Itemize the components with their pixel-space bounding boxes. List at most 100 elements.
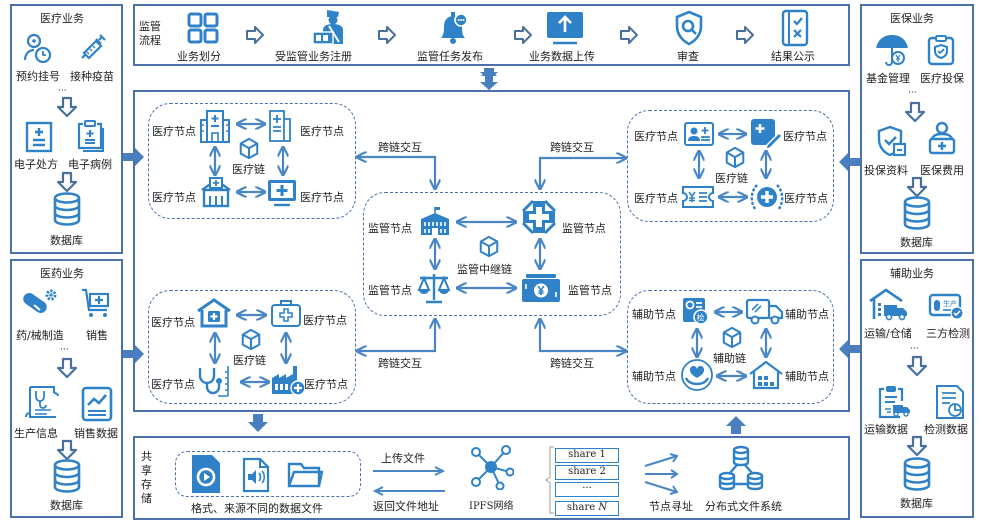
block-arrow-updown (480, 68, 498, 90)
down-arrow-icon (56, 171, 78, 193)
medical-emblem-icon (750, 181, 784, 213)
ellipsis: ··· (58, 86, 67, 96)
doctor-clock-icon (22, 33, 54, 63)
officer-icon (311, 8, 351, 46)
monitor-upload-icon (545, 10, 585, 46)
record-label: 销售数据 (74, 427, 118, 440)
panel-title: 医疗业务 (40, 12, 84, 25)
node-label: 医疗节点 (304, 378, 348, 391)
trend-chart-icon (80, 385, 114, 423)
service-label: 预约挂号 (16, 70, 60, 83)
chain-name: 医疗链 (233, 354, 266, 367)
right-arrow-icon (735, 26, 755, 44)
node-label: 监管节点 (562, 222, 606, 235)
chain-name: 医疗链 (715, 172, 748, 185)
database-label: 数据库 (50, 234, 83, 247)
video-file-icon (190, 453, 222, 495)
cube-icon (238, 137, 260, 161)
process-step-label: 监管任务发布 (417, 50, 483, 63)
process-step-label: 审查 (677, 50, 699, 63)
shield-search-icon (673, 10, 705, 46)
node-label: 医疗节点 (634, 192, 678, 205)
upload-arrow (373, 466, 446, 476)
cross-chain-label: 跨链交互 (550, 357, 594, 370)
node-label: 监管节点 (368, 284, 412, 297)
bell-icon (435, 10, 471, 46)
node-label: 辅助节点 (785, 308, 829, 321)
node-label: 医疗节点 (151, 378, 195, 391)
record-label: 生产信息 (14, 427, 58, 440)
cross-chain-label: 跨链交互 (550, 141, 594, 154)
process-label: 监管流程 (139, 20, 161, 47)
shield-check-icon (876, 124, 908, 158)
database-label: 数据库 (900, 497, 933, 510)
grid-icon (187, 12, 219, 44)
cube-icon (240, 328, 262, 352)
audio-file-icon (242, 457, 270, 493)
service-label: 三方检测 (926, 327, 970, 340)
node-label: 医疗节点 (303, 314, 347, 327)
syringe-icon (76, 30, 110, 64)
document-building-icon (268, 109, 294, 143)
node-label: 辅助节点 (785, 370, 829, 383)
pill-gear-icon (20, 287, 58, 319)
record-label: 电子处方 (14, 158, 58, 171)
shared-storage-panel: 共享存储 格式、来源不同的数据文件 上传文件 返回文件地址 IPFS网络 sha… (133, 436, 850, 520)
share-block: ··· (555, 482, 619, 497)
share-prefix: share (566, 502, 599, 513)
right-arrow-icon (245, 26, 265, 44)
ipfs-network-icon (468, 444, 514, 490)
share-block: share N (555, 501, 619, 516)
files-caption: 格式、来源不同的数据文件 (191, 502, 323, 515)
stethoscope-icon (194, 364, 234, 398)
database-icon (52, 192, 82, 226)
service-label: 基金管理 (866, 72, 910, 85)
ellipsis: ··· (910, 344, 919, 354)
down-arrow-icon (906, 355, 928, 377)
pharma-business-panel: 医药业务 药/械制造 销售 ··· 生产信息 销售数据 数据库 (10, 259, 123, 518)
factory-plus-icon (270, 364, 306, 396)
svg-text:检: 检 (697, 313, 705, 323)
node-addressing-label: 节点寻址 (649, 500, 693, 513)
process-step-label: 业务划分 (177, 50, 221, 63)
node-label: 医疗节点 (151, 316, 195, 329)
medical-chain-top-right (627, 110, 834, 222)
service-label: 接种疫苗 (70, 70, 114, 83)
down-arrow-icon (56, 357, 78, 379)
cart-plus-icon (80, 287, 112, 319)
supervision-process-panel: 监管流程 业务划分 受监管业务注册 监管任务发布 业务数据上传 审查 结果公示 (133, 4, 850, 66)
node-label: 辅助节点 (632, 308, 676, 321)
blockchain-panel (133, 90, 850, 412)
right-arrow-icon (513, 26, 533, 44)
warehouse-icon (748, 360, 784, 390)
report-pie-icon (934, 383, 966, 421)
cube-icon (478, 235, 500, 259)
yen-card-icon (520, 272, 562, 304)
database-label: 数据库 (900, 236, 933, 249)
distributed-storage-icon (717, 444, 765, 496)
block-arrow-down (248, 414, 268, 432)
process-step-label: 受监管业务注册 (275, 50, 352, 63)
dfs-label: 分布式文件系统 (705, 500, 782, 513)
cube-icon (721, 326, 743, 350)
node-label: 医疗节点 (784, 192, 828, 205)
return-arrow (372, 486, 445, 496)
cube-icon (724, 146, 746, 170)
node-label: 辅助节点 (632, 370, 676, 383)
supervision-relay-chain (363, 192, 621, 316)
node-label: 医疗节点 (152, 191, 196, 204)
clinic-icon (200, 176, 232, 208)
down-arrow-icon (906, 176, 928, 198)
ipfs-label: IPFS网络 (469, 501, 514, 512)
warehouse-truck-icon (868, 287, 910, 321)
house-plus-icon (196, 298, 232, 328)
hands-heart-icon (680, 358, 714, 392)
monitor-plus-icon (266, 178, 298, 208)
panel-title: 辅助业务 (890, 267, 934, 280)
umbrella-yen-icon (874, 32, 910, 68)
down-arrow-icon (56, 96, 78, 118)
cross-chain-label: 跨链交互 (378, 141, 422, 154)
service-label: 药/械制造 (16, 329, 64, 342)
data-files-group (175, 451, 361, 497)
cross-chain-label: 跨链交互 (378, 357, 422, 370)
